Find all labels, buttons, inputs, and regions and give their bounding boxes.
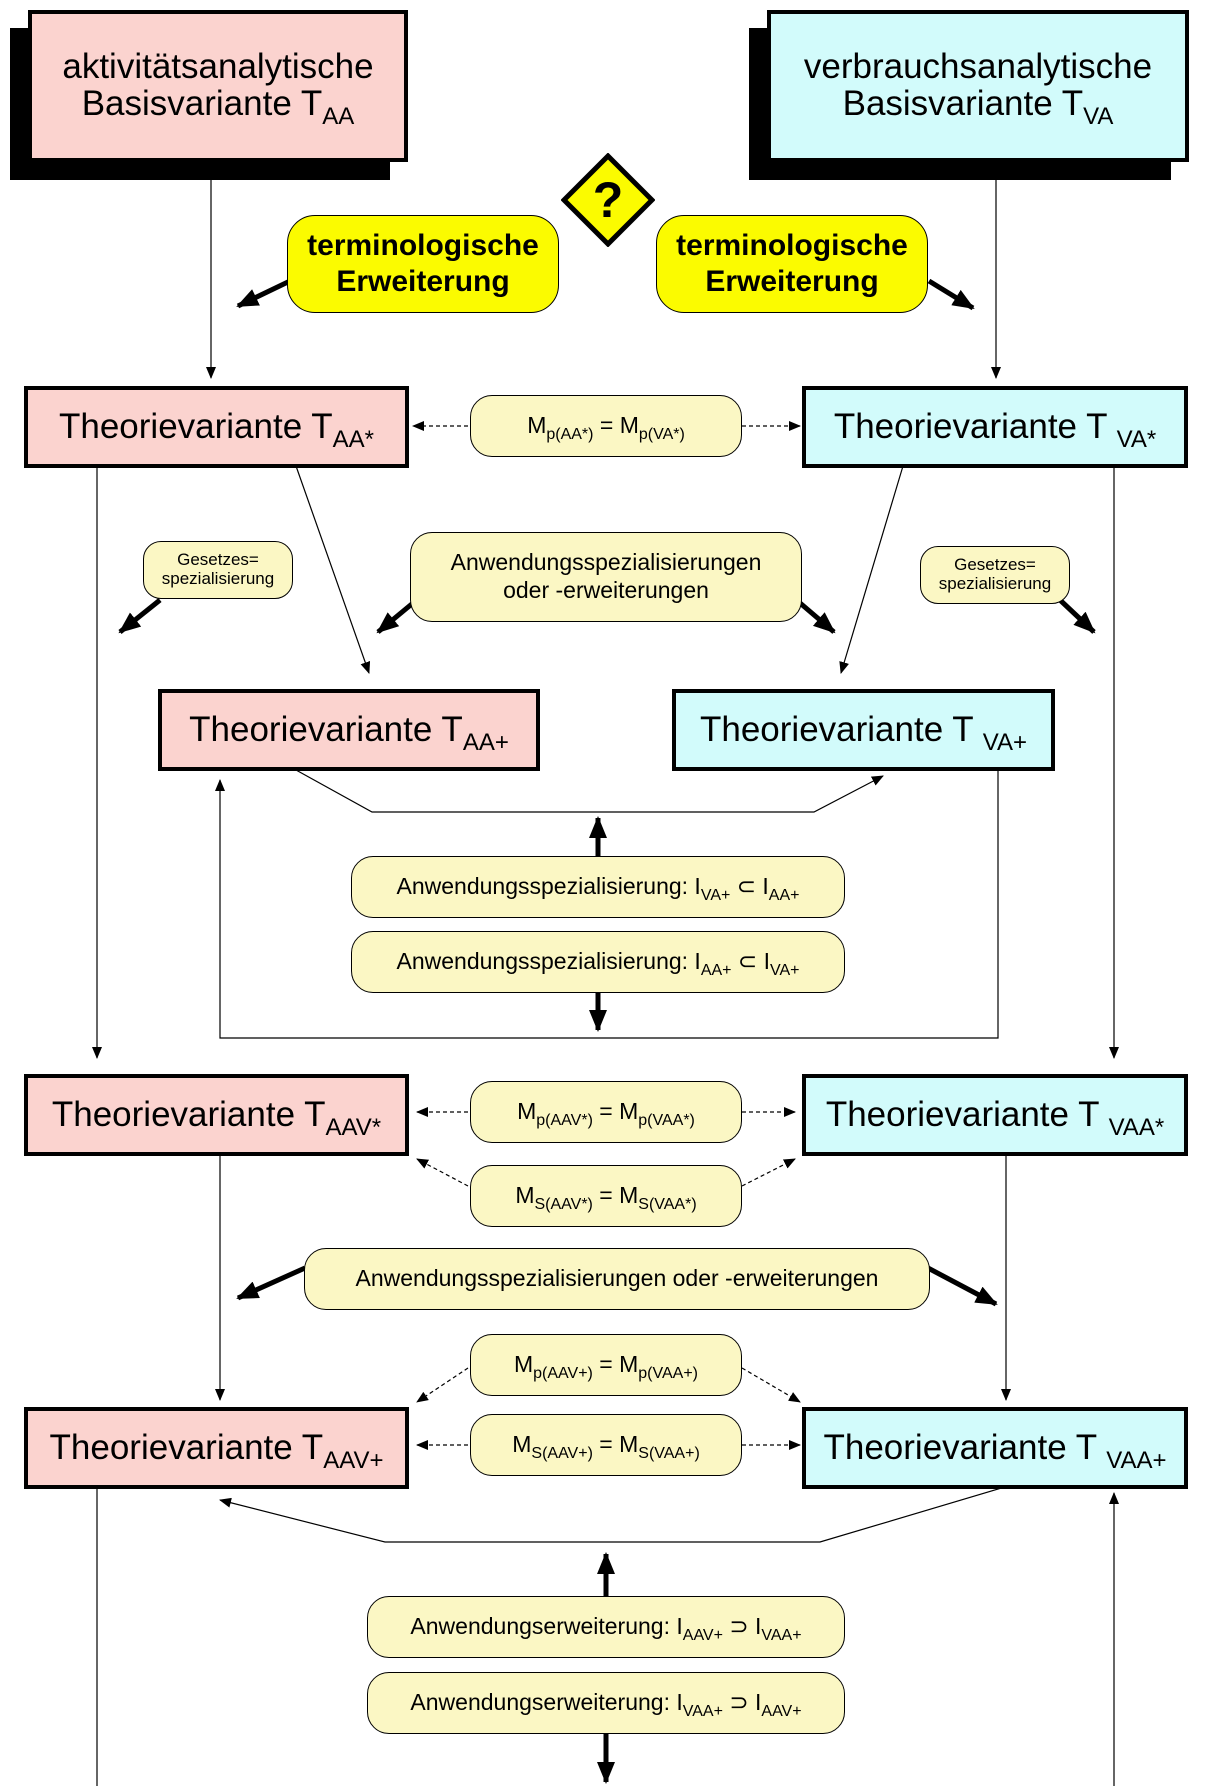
app-ext-1-pill: Anwendungserweiterung: IAAV+ ⊃ IVAA+ [367,1596,845,1658]
terminological-extension-left: terminologische Erweiterung [287,215,559,313]
theory-aa-star-label: Theorievariante TAA* [58,406,375,453]
eq2-pill: Mp(AAV*) = Mp(VAA*) [470,1081,742,1143]
dashed-arrow-eq4-right [741,1367,801,1403]
app-ext-2-pill: Anwendungserweiterung: IVAA+ ⊃ IAAV+ [367,1672,845,1734]
basis-va-line2: Basisvariante TVA [842,84,1114,130]
theory-va-star-box: Theorievariante T VA* [802,386,1188,468]
connector-vaa-plus-to-aav-plus [219,1475,1043,1543]
connector-aa-plus-to-va-plus [295,769,884,813]
app-spec-ext-2-pill: Anwendungsspezialisierungen oder -erweit… [304,1248,930,1310]
app-spec-1-text: Anwendungsspezialisierung: IVA+ ⊂ IAA+ [396,873,800,905]
theory-va-plus-box: Theorievariante T VA+ [672,689,1055,771]
eq5-text: MS(AAV+) = MS(VAA+) [512,1431,700,1463]
theory-aa-star-box: Theorievariante TAA* [24,386,409,468]
theory-vaa-star-box: Theorievariante T VAA* [802,1074,1188,1156]
basis-aa-box: aktivitätsanalytische Basisvariante TAA [28,10,408,162]
terminological-left-line2: Erweiterung [336,265,510,298]
app-ext-1-text: Anwendungserweiterung: IAAV+ ⊃ IVAA+ [410,1613,802,1645]
arrow-app-spec-2-right [926,1265,998,1307]
arrow-terminological-right [927,278,975,311]
theory-vaa-star-label: Theorievariante T VAA* [825,1094,1165,1141]
eq4-pill: Mp(AAV+) = Mp(VAA+) [470,1334,742,1396]
law-spec-left-pill: Gesetzes= spezialisierung [143,541,293,599]
connector-va-plus-to-aa-plus [215,770,999,1039]
arrow-law-spec-left [118,598,162,634]
theory-va-plus-label: Theorievariante T VA+ [699,709,1027,756]
question-mark-text: ? [593,172,624,228]
theory-vaa-plus-box: Theorievariante T VAA+ [802,1407,1188,1489]
eq3-pill: MS(AAV*) = MS(VAA*) [470,1165,742,1227]
theory-aav-plus-label: Theorievariante TAAV+ [49,1427,384,1474]
app-spec-ext-line2: oder -erweiterungen [503,577,709,603]
arrow-terminological-left [236,278,292,309]
terminological-right-line2: Erweiterung [705,265,879,298]
dashed-arrow-eq4-left [416,1367,469,1403]
law-spec-left-line2: spezialisierung [161,569,275,588]
law-spec-right-line2: spezialisierung [938,574,1052,593]
theory-aa-plus-box: Theorievariante TAA+ [158,689,540,771]
terminological-left-line1: terminologische [307,229,539,262]
app-spec-2-pill: Anwendungsspezialisierung: IAA+ ⊂ IVA+ [351,931,845,993]
theory-aav-plus-box: Theorievariante TAAV+ [24,1407,409,1489]
basis-va-box: verbrauchsanalytische Basisvariante TVA [767,10,1189,162]
basis-aa-line1: aktivitätsanalytische [62,47,374,87]
app-spec-1-pill: Anwendungsspezialisierung: IVA+ ⊂ IAA+ [351,856,845,918]
arrow-law-spec-right [1058,598,1096,634]
terminological-right-line1: terminologische [676,229,908,262]
basis-va-line1: verbrauchsanalytische [803,47,1153,87]
theory-va-star-label: Theorievariante T VA* [833,406,1157,453]
eq5-pill: MS(AAV+) = MS(VAA+) [470,1414,742,1476]
app-spec-2-text: Anwendungsspezialisierung: IAA+ ⊂ IVA+ [396,948,800,980]
theory-aav-star-label: Theorievariante TAAV* [51,1094,382,1141]
arrow-app-spec-right [798,601,836,634]
basis-aa-line2: Basisvariante TAA [81,84,355,130]
app-spec-ext-pill: Anwendungsspezialisierungen oder -erweit… [410,532,802,622]
arrow-va-star-to-va-plus [839,465,904,674]
eq2-text: Mp(AAV*) = Mp(VAA*) [517,1098,695,1130]
law-spec-right-line1: Gesetzes= [954,555,1036,575]
law-spec-left-line1: Gesetzes= [177,550,259,570]
eq3-text: MS(AAV*) = MS(VAA*) [515,1182,697,1214]
arrow-app-spec-2-left [236,1265,307,1301]
question-mark-icon: ? [561,153,655,247]
eq1-pill: Mp(AA*) = Mp(VA*) [470,395,742,457]
arrow-aa-star-to-aa-plus [295,465,371,674]
eq1-text: Mp(AA*) = Mp(VA*) [527,412,685,444]
app-spec-ext-2-text: Anwendungsspezialisierungen oder -erweit… [355,1265,879,1292]
eq4-text: Mp(AAV+) = Mp(VAA+) [513,1351,698,1383]
theory-vaa-plus-label: Theorievariante T VAA+ [823,1427,1167,1474]
law-spec-right-pill: Gesetzes= spezialisierung [920,546,1070,604]
app-spec-ext-line1: Anwendungsspezialisierungen [450,549,762,576]
arrow-app-spec-left [376,601,415,634]
app-ext-2-text: Anwendungserweiterung: IVAA+ ⊃ IAAV+ [410,1689,802,1721]
theory-aa-plus-label: Theorievariante TAA+ [189,709,509,756]
theory-aav-star-box: Theorievariante TAAV* [24,1074,409,1156]
terminological-extension-right: terminologische Erweiterung [656,215,928,313]
dashed-arrow-eq3-left [416,1158,469,1187]
dashed-arrow-eq3-right [741,1158,796,1187]
